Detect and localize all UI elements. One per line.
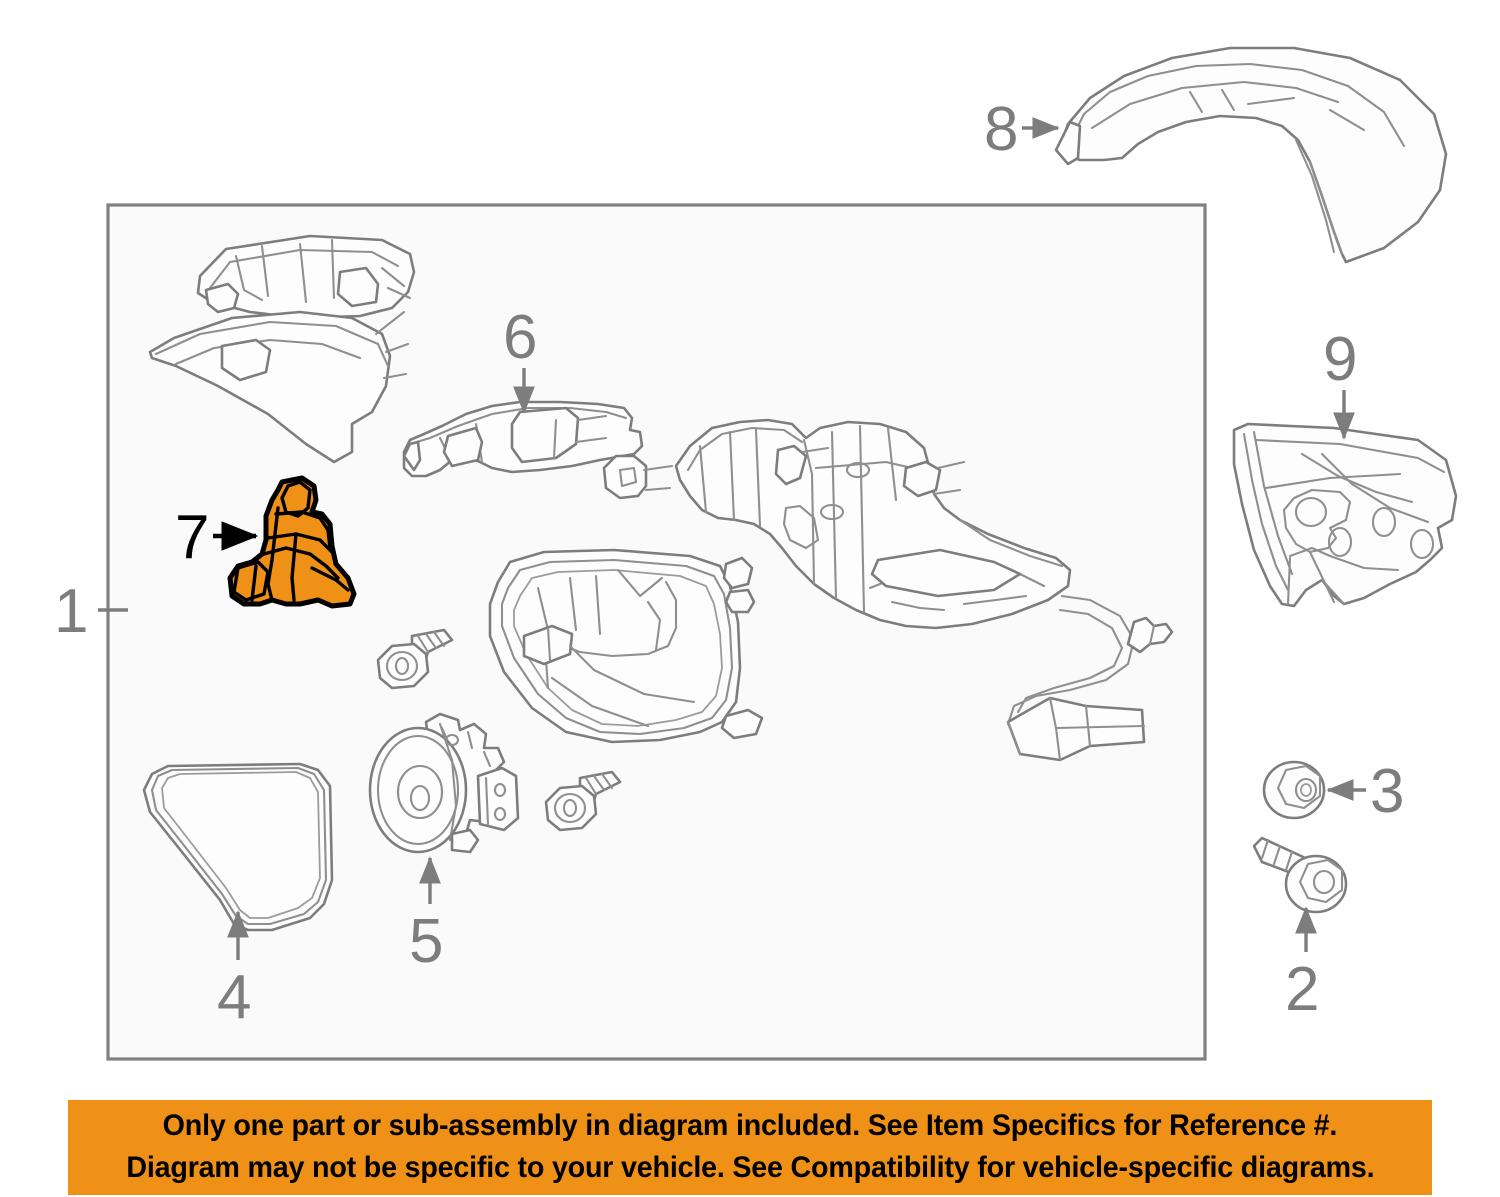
mirror-mount-gasket-bracket — [1232, 422, 1458, 608]
callout-6: 6 — [503, 303, 537, 414]
mirror-bezel-frame — [488, 548, 764, 744]
callout-label-8: 8 — [984, 95, 1018, 164]
disclaimer-line-1: Only one part or sub-assembly in diagram… — [162, 1108, 1338, 1142]
callout-9: 9 — [1323, 325, 1357, 440]
mounting-bracket-arm — [402, 400, 674, 500]
hex-flange-bolt — [1252, 836, 1348, 914]
callout-3: 3 — [1326, 757, 1404, 826]
mirror-glass — [142, 762, 334, 932]
callout-label-2: 2 — [1285, 955, 1319, 1024]
mirror-cover-cap — [1054, 46, 1448, 264]
turn-signal-lamp-housing-highlighted — [227, 475, 357, 609]
callout-8: 8 — [984, 95, 1060, 164]
callout-label-7: 7 — [175, 503, 209, 572]
hex-flange-nut — [1262, 760, 1326, 820]
mirror-housing-body — [674, 418, 1072, 630]
disclaimer-line-2: Diagram may not be specific to your vehi… — [125, 1150, 1375, 1184]
callout-4: 4 — [217, 910, 251, 1032]
callout-label-4: 4 — [217, 963, 251, 1032]
callout-label-6: 6 — [503, 303, 537, 372]
callout-label-1: 1 — [54, 577, 88, 646]
callout-7: 7 — [175, 503, 259, 572]
callout-5: 5 — [409, 856, 443, 976]
mounting-screw-lower — [544, 770, 622, 832]
callout-label-5: 5 — [409, 907, 443, 976]
mirror-sail-base-cover — [148, 234, 416, 464]
disclaimer-banner: Only one part or sub-assembly in diagram… — [68, 1100, 1432, 1195]
callout-2: 2 — [1285, 906, 1319, 1024]
mounting-screw-upper — [376, 628, 454, 690]
mirror-actuator-motor — [368, 712, 520, 854]
callout-label-3: 3 — [1370, 757, 1404, 826]
callout-label-9: 9 — [1323, 325, 1357, 394]
callout-1: 1 — [54, 577, 128, 646]
wiring-harness-connector — [1006, 594, 1174, 762]
